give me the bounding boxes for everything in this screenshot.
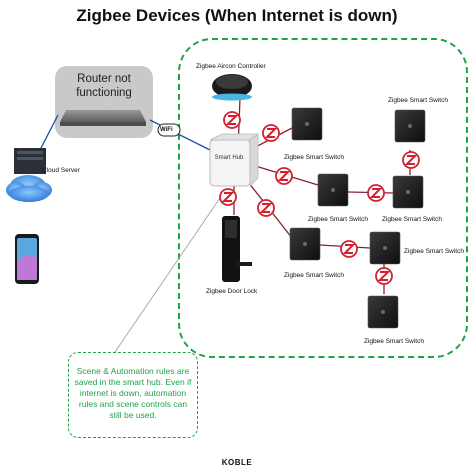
zigbee-icon xyxy=(375,267,393,285)
local-network-zone xyxy=(178,38,468,358)
zigbee-icon xyxy=(367,184,385,202)
zigbee-icon xyxy=(262,124,280,142)
switch-label: Zigbee Smart Switch xyxy=(382,216,442,223)
smart-switch-icon xyxy=(289,227,321,261)
cloud-server-label: Cloud Server xyxy=(42,167,80,174)
switch-label: Zigbee Smart Switch xyxy=(284,272,344,279)
diagram-title: Zigbee Devices (When Internet is down) xyxy=(76,6,398,25)
zigbee-icon xyxy=(402,151,420,169)
switch-label: Zigbee Smart Switch xyxy=(308,216,368,223)
zigbee-icon xyxy=(257,199,275,217)
zigbee-badges xyxy=(219,111,420,285)
smart-switch-icon xyxy=(367,295,399,329)
aircon-label: Zigbee Aircon Controller xyxy=(196,63,266,70)
smart-switch-icon xyxy=(369,231,401,265)
zigbee-icon xyxy=(275,167,293,185)
zigbee-icon xyxy=(223,111,241,129)
aircon-controller-icon xyxy=(212,74,252,101)
router-device-label: Router xyxy=(100,101,114,106)
smartphone-icon xyxy=(15,234,39,284)
switch-label: Zigbee Smart Switch xyxy=(284,154,344,161)
door-lock-label: Zigbee Door Lock xyxy=(206,288,258,295)
smart-switch-icon xyxy=(394,109,426,143)
automation-note: Scene & Automation rules are saved in th… xyxy=(68,352,198,438)
brand-label: KOBLE xyxy=(221,458,253,467)
link-router-server xyxy=(39,114,59,151)
link-router-hub xyxy=(149,119,211,151)
smart-switches xyxy=(289,107,426,329)
wifi-icon xyxy=(157,123,181,137)
smart-hub-icon xyxy=(209,133,260,187)
smart-switch-icon xyxy=(291,107,323,141)
switch-label: Zigbee Smart Switch xyxy=(388,97,448,104)
router-device xyxy=(60,110,146,126)
wifi-label: WiFi xyxy=(160,127,173,133)
note-pointer-line xyxy=(114,194,223,353)
zigbee-icon xyxy=(219,188,237,206)
zigbee-icon xyxy=(340,240,358,258)
router-label: Router not functioning xyxy=(76,73,132,99)
smart-hub-label: Smart Hub xyxy=(214,155,244,161)
switch-label: Zigbee Smart Switch xyxy=(364,338,424,345)
switch-label: Zigbee Smart Switch xyxy=(404,248,464,255)
server-icon xyxy=(14,148,46,174)
door-lock-icon xyxy=(222,216,252,282)
smart-switch-icon xyxy=(317,173,349,207)
cloud-icon xyxy=(6,175,52,202)
smart-switch-icon xyxy=(392,175,424,209)
